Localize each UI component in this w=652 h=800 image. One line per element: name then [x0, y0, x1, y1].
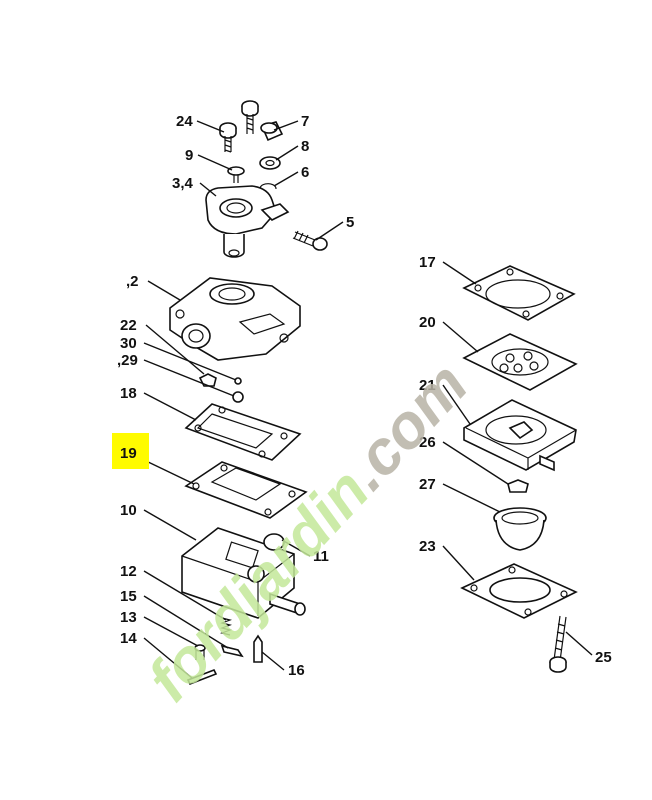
- label-30[interactable]: 30: [120, 335, 137, 352]
- part-24-screw: [219, 122, 237, 153]
- label-25[interactable]: 25: [595, 649, 612, 666]
- label-21[interactable]: 21: [419, 377, 436, 394]
- label-12[interactable]: 12: [120, 563, 137, 580]
- part-10-carb-body: [181, 527, 306, 619]
- highlight-19: [112, 433, 149, 469]
- part-3-4-cover: [205, 185, 290, 258]
- part-5-screw: [292, 230, 328, 251]
- part-22-30-29-small: [198, 373, 244, 403]
- svg-text:fordjardin.com: fordjardin.com: [135, 350, 481, 714]
- label-17[interactable]: 17: [419, 254, 436, 271]
- leader-lines: [143, 120, 593, 679]
- label-19[interactable]: 19: [120, 445, 137, 462]
- part-screw-top: [241, 100, 259, 134]
- label-29[interactable]: ,29: [117, 352, 138, 369]
- part-12-spring: [219, 617, 233, 636]
- label-2[interactable]: ,2: [126, 273, 139, 290]
- label-6[interactable]: 6: [301, 164, 309, 181]
- label-3-4[interactable]: 3,4: [172, 175, 194, 192]
- label-16[interactable]: 16: [288, 662, 305, 679]
- label-9[interactable]: 9: [185, 147, 193, 164]
- part-20-membrane: [462, 333, 578, 391]
- label-10[interactable]: 10: [120, 502, 137, 519]
- part-7-plug: [260, 121, 284, 142]
- label-26[interactable]: 26: [419, 434, 436, 451]
- part-26-valve: [507, 479, 529, 493]
- label-27[interactable]: 27: [419, 476, 436, 493]
- part-27-primer-bulb: [493, 507, 547, 551]
- label-24[interactable]: 24: [176, 113, 193, 130]
- part-labels: 24 7 9 8 6 3,4 5 ,2 22 30 ,29 18 19 10 1…: [117, 113, 612, 679]
- label-22[interactable]: 22: [120, 317, 137, 334]
- part-17-gasket: [462, 265, 576, 321]
- part-16-needle: [253, 634, 263, 663]
- part-25-screw: [549, 615, 567, 673]
- label-15[interactable]: 15: [120, 588, 137, 605]
- label-11[interactable]: 11: [313, 548, 329, 565]
- label-23[interactable]: 23: [419, 538, 436, 555]
- watermark-fordjardin: fordjardin.com: [135, 350, 481, 714]
- part-23-base-plate: [460, 563, 578, 619]
- part-14-pin: [186, 668, 218, 686]
- label-5[interactable]: 5: [346, 214, 354, 231]
- part-15-lever: [220, 644, 244, 658]
- part-21-cover: [463, 399, 577, 472]
- label-18[interactable]: 18: [120, 385, 137, 402]
- label-13[interactable]: 13: [120, 609, 137, 626]
- part-8-washer: [259, 156, 281, 170]
- label-8[interactable]: 8: [301, 138, 309, 155]
- label-20[interactable]: 20: [419, 314, 436, 331]
- part-2-pump-body: [169, 277, 301, 361]
- part-18-gasket: [184, 403, 302, 461]
- label-7[interactable]: 7: [301, 113, 309, 130]
- label-14[interactable]: 14: [120, 630, 137, 647]
- part-19-membrane: [184, 461, 308, 519]
- part-9-pin: [227, 166, 245, 183]
